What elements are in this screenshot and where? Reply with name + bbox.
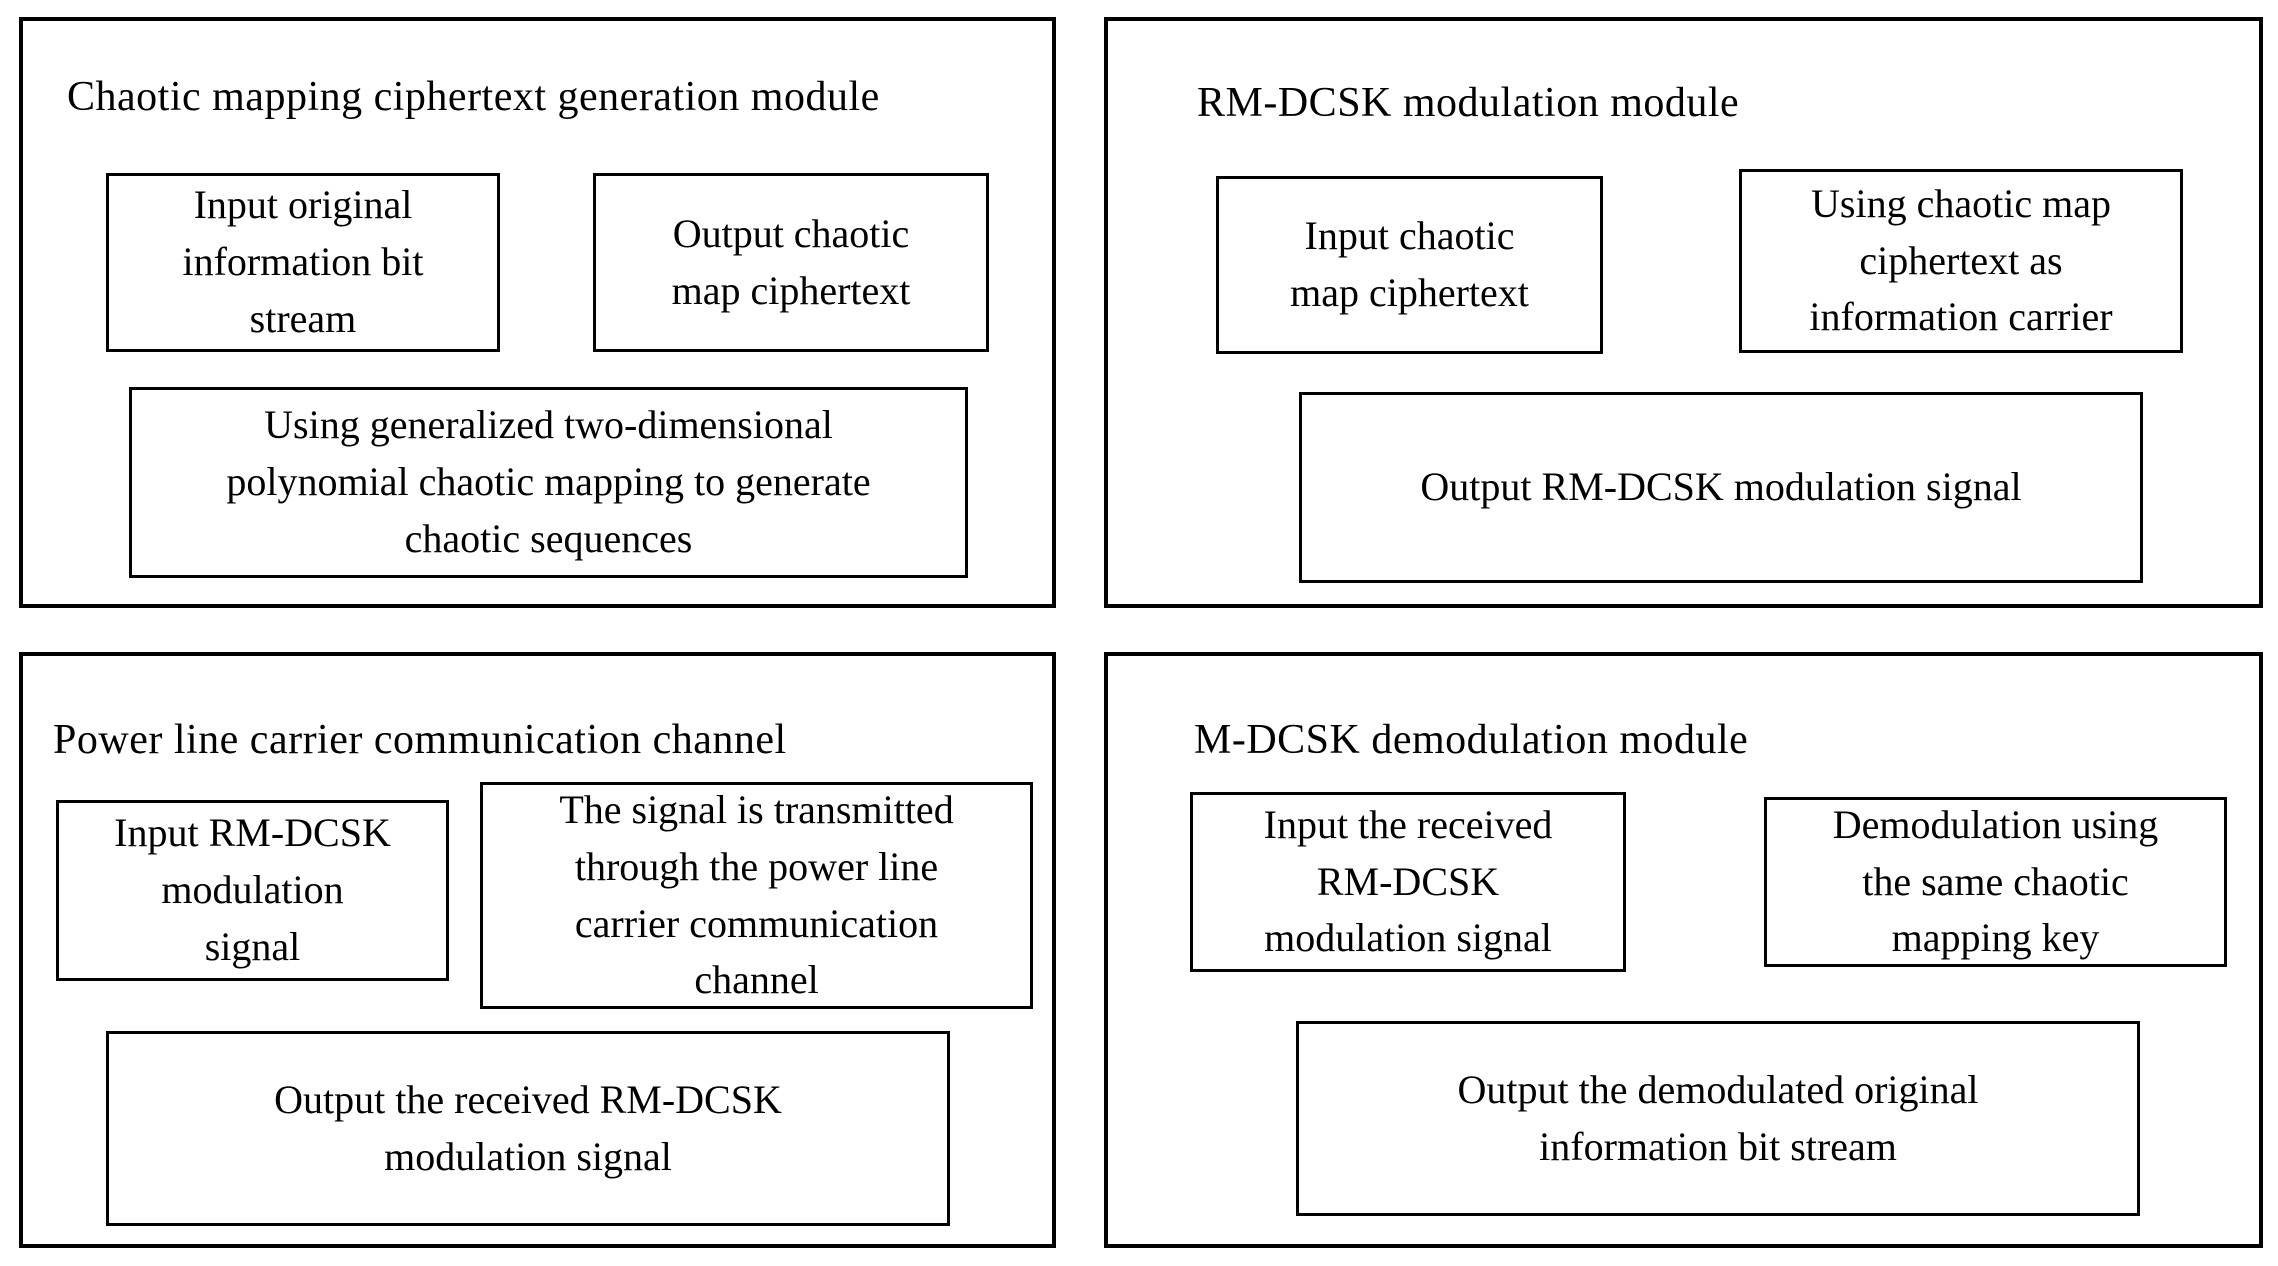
process-box-chaotic-mapping-generation: Using generalized two-dimensional polyno…: [129, 387, 968, 578]
process-box-ciphertext-as-carrier: Using chaotic map ciphertext as informat…: [1739, 169, 2183, 353]
process-box-output-modulation-signal: Output RM-DCSK modulation signal: [1299, 392, 2143, 583]
process-box-input-bit-stream: Input original information bit stream: [106, 173, 500, 352]
module-panel-ciphertext-generation: Chaotic mapping ciphertext generation mo…: [19, 17, 1056, 608]
process-box-input-ciphertext: Input chaotic map ciphertext: [1216, 176, 1603, 354]
process-box-input-modulation-signal: Input RM-DCSK modulation signal: [56, 800, 449, 981]
process-box-demodulation-key: Demodulation using the same chaotic mapp…: [1764, 797, 2227, 967]
process-box-input-received-signal: Input the received RM-DCSK modulation si…: [1190, 792, 1626, 972]
module-panel-rm-dcsk-modulation: RM-DCSK modulation module Input chaotic …: [1104, 17, 2263, 608]
module-title: Power line carrier communication channel: [53, 717, 787, 763]
module-title: RM-DCSK modulation module: [1197, 80, 1740, 126]
process-box-output-received-signal: Output the received RM-DCSK modulation s…: [106, 1031, 950, 1226]
process-box-output-ciphertext: Output chaotic map ciphertext: [593, 173, 989, 352]
module-panel-power-line-channel: Power line carrier communication channel…: [19, 652, 1056, 1248]
module-title: Chaotic mapping ciphertext generation mo…: [67, 74, 880, 120]
process-box-output-original-bit-stream: Output the demodulated original informat…: [1296, 1021, 2140, 1216]
module-panel-m-dcsk-demodulation: M-DCSK demodulation module Input the rec…: [1104, 652, 2263, 1248]
process-box-signal-transmission: The signal is transmitted through the po…: [480, 782, 1033, 1009]
module-title: M-DCSK demodulation module: [1194, 717, 1749, 763]
